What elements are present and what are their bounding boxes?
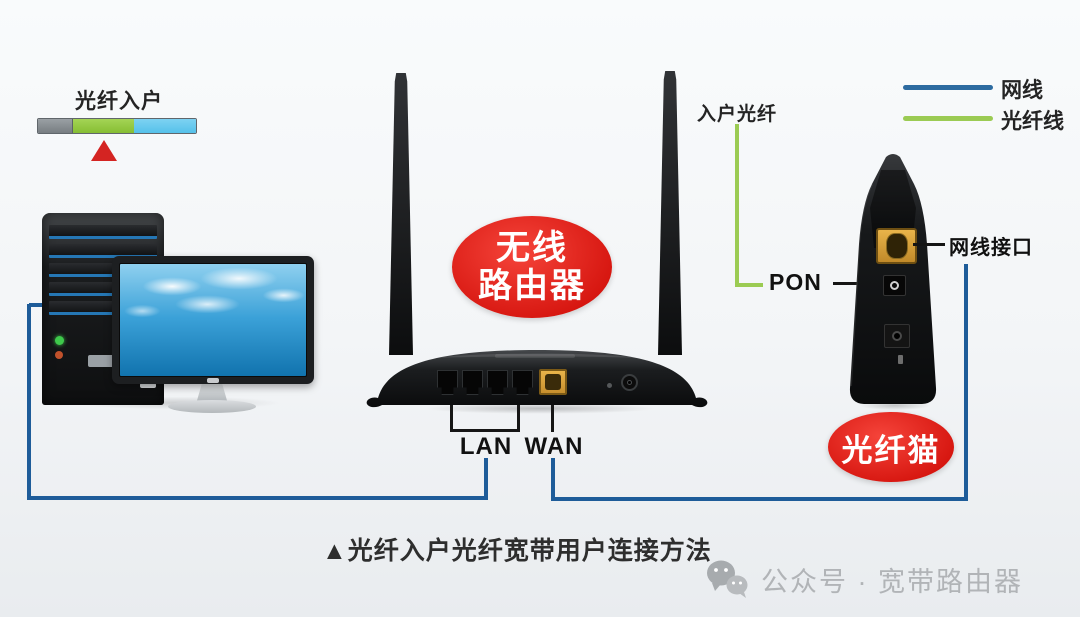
- router-lan-port-2: [462, 370, 483, 395]
- modem-power-port: [884, 324, 910, 348]
- router-lan-port-1: [437, 370, 458, 395]
- fiber-cable-segment: [735, 283, 763, 287]
- tower-slot: [140, 383, 156, 388]
- wechat-icon: [707, 560, 748, 598]
- modem-ethernet-port-label: 网线接口: [949, 237, 1033, 259]
- fiber-entry-bar: [37, 118, 197, 134]
- lan-cable-segment: [484, 458, 488, 500]
- wan-label: WAN: [524, 433, 584, 460]
- watermark-text: 公众号 · 宽带路由器: [761, 566, 1023, 597]
- watermark: 公众号 · 宽带路由器: [705, 558, 1023, 600]
- router-wan-port: [539, 369, 567, 395]
- monitor: [112, 256, 314, 384]
- wireless-router-badge-line1: 无线: [496, 228, 568, 267]
- lan-cable-segment: [29, 303, 45, 307]
- fiber-entry-segment-green: [73, 119, 134, 133]
- router-power-port: [621, 374, 638, 391]
- wireless-router-badge: 无线 路由器: [452, 216, 612, 318]
- modem-ethernet-port-opening: [885, 233, 908, 259]
- legend-network-cable-label: 网线: [1001, 79, 1043, 102]
- modem-power-mark: [898, 355, 903, 364]
- modem-optical-port-ring: [890, 281, 899, 290]
- monitor-logo: [207, 378, 219, 383]
- tower-power-led: [55, 336, 64, 345]
- router-body: [366, 350, 708, 408]
- router-antenna-right: [658, 71, 682, 355]
- monitor-stand: [196, 384, 228, 404]
- ethernet-port-pointer-line: [913, 243, 945, 246]
- lan-ports-bracket: [450, 405, 520, 432]
- fiber-entry-label: 光纤入户: [75, 90, 163, 113]
- monitor-base: [168, 400, 256, 413]
- router-reset-button: [607, 383, 612, 388]
- router-lan-port-4: [512, 370, 533, 395]
- pon-label: PON: [769, 269, 822, 295]
- fiber-modem-badge: 光纤猫: [828, 412, 954, 482]
- lan-label: LAN: [459, 433, 513, 460]
- legend-fiber-cable-label: 光纤线: [1001, 110, 1064, 133]
- wan-cable-segment: [551, 458, 555, 500]
- tower-drive-bay: [49, 244, 157, 258]
- modem-optical-port: [883, 275, 906, 296]
- legend-network-cable-swatch: [903, 85, 993, 90]
- tower-hdd-led: [55, 351, 63, 359]
- wan-cable-segment: [964, 264, 968, 499]
- lan-cable-segment: [27, 496, 486, 500]
- modem-power-port-ring: [892, 331, 902, 341]
- fiber-entry-segment-cyan: [134, 119, 196, 133]
- lan-cable-segment: [27, 304, 31, 498]
- router-antenna-left: [389, 73, 413, 355]
- router-power-pin: [627, 380, 632, 385]
- tower-drive-bay: [49, 225, 157, 239]
- modem-ethernet-port: [876, 228, 917, 264]
- router-lan-port-3: [487, 370, 508, 395]
- wan-cable-segment: [551, 497, 968, 501]
- wireless-router-badge-line2: 路由器: [478, 267, 586, 305]
- pon-pointer-line: [833, 282, 858, 285]
- fiber-entry-marker-icon: [91, 140, 117, 161]
- tower-badge: [88, 355, 118, 367]
- diagram-caption: ▲光纤入户光纤宽带用户连接方法: [322, 537, 712, 565]
- monitor-screen-wallpaper: [119, 263, 307, 377]
- wan-port-tick: [551, 405, 554, 432]
- fiber-cable-segment: [735, 124, 739, 286]
- router-wan-port-opening: [545, 374, 561, 390]
- incoming-fiber-label: 入户光纤: [697, 104, 778, 125]
- legend-fiber-cable-swatch: [903, 116, 993, 121]
- fiber-entry-segment-gray: [38, 119, 73, 133]
